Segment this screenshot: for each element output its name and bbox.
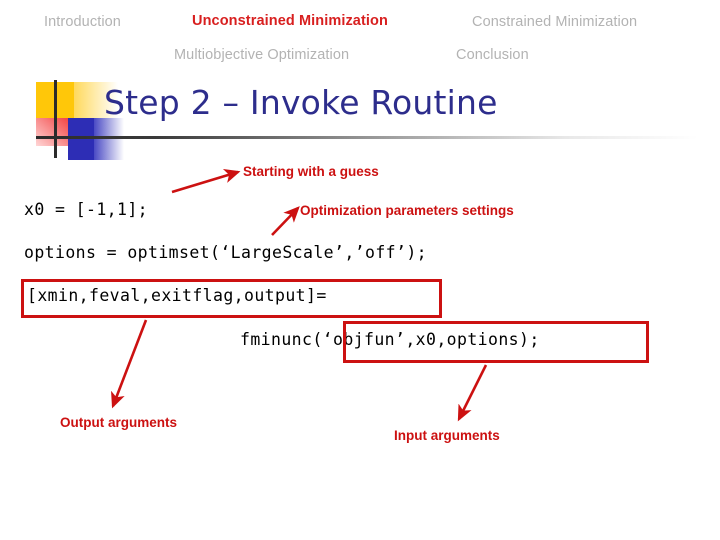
code-line-optimset: options = optimset(‘LargeScale’,’off’); (24, 243, 428, 262)
annotation-optimization-parameters: Optimization parameters settings (300, 203, 514, 218)
code-line-fminunc-call: fminunc(‘objfun’,x0,options); (240, 330, 540, 349)
arrow-starting-guess (171, 168, 241, 194)
annotation-output-arguments: Output arguments (60, 415, 177, 430)
page-title: Step 2 – Invoke Routine (104, 83, 498, 122)
decor-blue-gradient (94, 118, 124, 160)
slide-navigation: Introduction Unconstrained Minimization … (0, 0, 720, 72)
arrow-optimization-parameters (271, 206, 300, 236)
nav-item-introduction[interactable]: Introduction (44, 14, 121, 30)
highlight-box-input-arguments (343, 321, 649, 363)
decor-vertical-rule (54, 80, 57, 158)
arrow-output-arguments (111, 319, 148, 409)
nav-item-unconstrained-minimization[interactable]: Unconstrained Minimization (192, 13, 388, 29)
code-line-output-arguments: [xmin,feval,exitflag,output]= (27, 286, 327, 305)
annotation-input-arguments: Input arguments (394, 428, 500, 443)
decor-red-square (36, 118, 68, 146)
title-decoration-logo (36, 82, 124, 160)
highlight-box-output-arguments (21, 279, 442, 318)
nav-item-multiobjective-optimization[interactable]: Multiobjective Optimization (174, 47, 350, 63)
decor-blue-square (68, 118, 94, 160)
nav-item-constrained-minimization[interactable]: Constrained Minimization (472, 14, 638, 30)
nav-item-conclusion[interactable]: Conclusion (456, 47, 529, 63)
title-underline-rule (36, 136, 698, 139)
annotation-starting-guess: Starting with a guess (243, 164, 379, 179)
code-line-initial-guess: x0 = [-1,1]; (24, 200, 149, 219)
decor-yellow-gradient (74, 82, 118, 118)
arrow-input-arguments (457, 364, 488, 422)
